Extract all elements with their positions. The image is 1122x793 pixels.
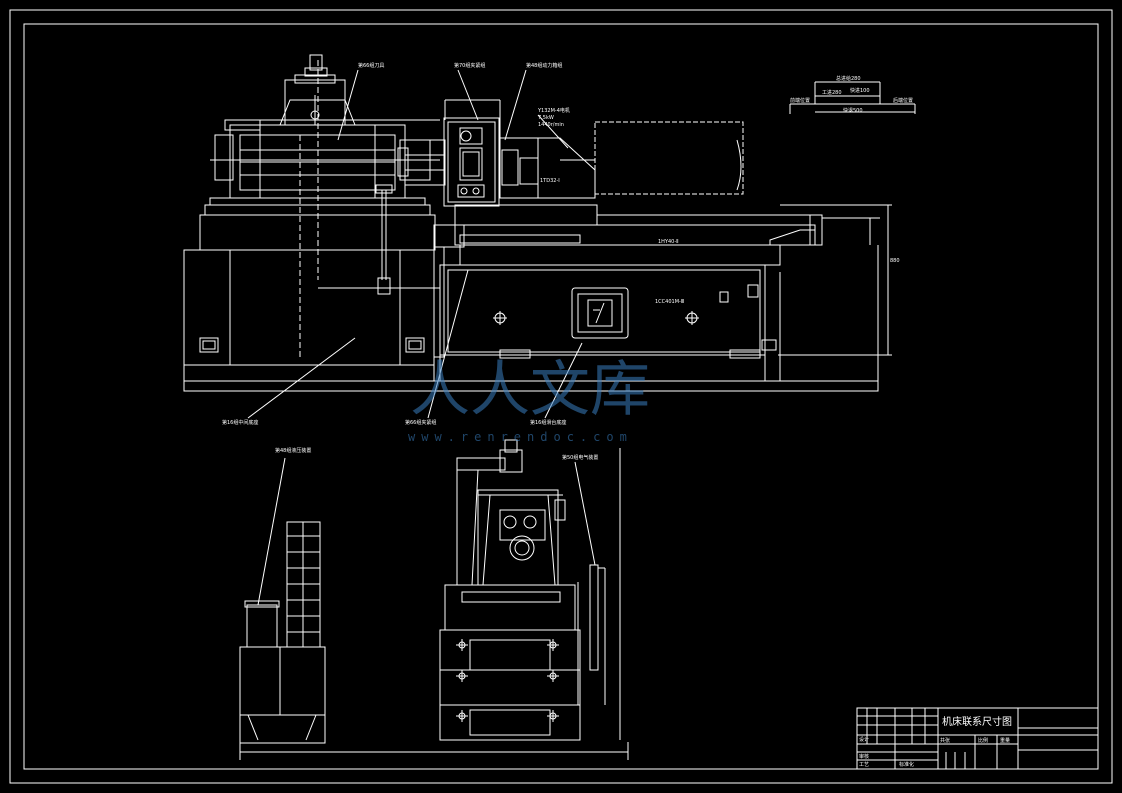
motor-spec-power: 7.5kW xyxy=(538,115,554,121)
tb-scale: 比例 xyxy=(978,737,988,744)
callout-hydraulic: 第48组液压装置 xyxy=(275,447,311,454)
slide-model-label: 1HY40-Ⅱ xyxy=(658,239,679,245)
dim-rapid-feed: 快进100 xyxy=(850,87,870,94)
watermark-logo: 人人文库 xyxy=(410,355,650,425)
leader-lines xyxy=(247,69,596,606)
dim-rear-pos: 后端位置 xyxy=(893,97,913,104)
dim-height: 880 xyxy=(890,258,900,264)
callout-slide-base: 第16组滑台底座 xyxy=(530,419,566,426)
tb-weight: 重量 xyxy=(1000,737,1010,744)
tb-standard: 标准化 xyxy=(899,761,914,768)
callout-fixture-tool: 第66组刀具 xyxy=(358,62,384,69)
callout-clamp-bottom: 第66组夹紧组 xyxy=(405,419,436,426)
outer-border xyxy=(9,9,1113,784)
callout-middle-base: 第16组中间底座 xyxy=(222,419,258,426)
tb-sheet: 共张 xyxy=(940,737,950,744)
motor-spec-speed: 1440r/min xyxy=(538,122,564,128)
watermark-url: www.renrendoc.com xyxy=(408,430,633,444)
callout-power-box: 第48组动力箱组 xyxy=(526,62,562,69)
inner-border xyxy=(23,23,1099,770)
callout-clamp: 第70组夹紧组 xyxy=(454,62,485,69)
dim-total-feed: 总进给280 xyxy=(836,75,861,82)
front-view xyxy=(183,54,892,392)
tb-design: 设计 xyxy=(859,736,869,743)
end-view xyxy=(239,439,629,760)
dim-rapid-return: 快退500 xyxy=(843,107,863,114)
cycle-diagram xyxy=(789,81,916,114)
hydraulic-unit-view xyxy=(239,521,326,744)
dim-front-pos: 前端位置 xyxy=(790,97,810,104)
power-box-model-label: 1TD32-Ⅰ xyxy=(540,178,560,184)
motor-spec-model: Y132M-4电机 xyxy=(537,107,570,114)
tb-process: 工艺 xyxy=(859,762,869,768)
tb-review: 审核 xyxy=(859,753,869,760)
title-block xyxy=(856,707,1099,770)
callout-electrical: 第50组电气装置 xyxy=(562,454,598,461)
drawing-title: 机床联系尺寸图 xyxy=(942,715,1012,728)
dim-work-feed: 工进280 xyxy=(822,89,842,96)
base-model-label: 1CC401M-Ⅲ xyxy=(655,299,684,305)
